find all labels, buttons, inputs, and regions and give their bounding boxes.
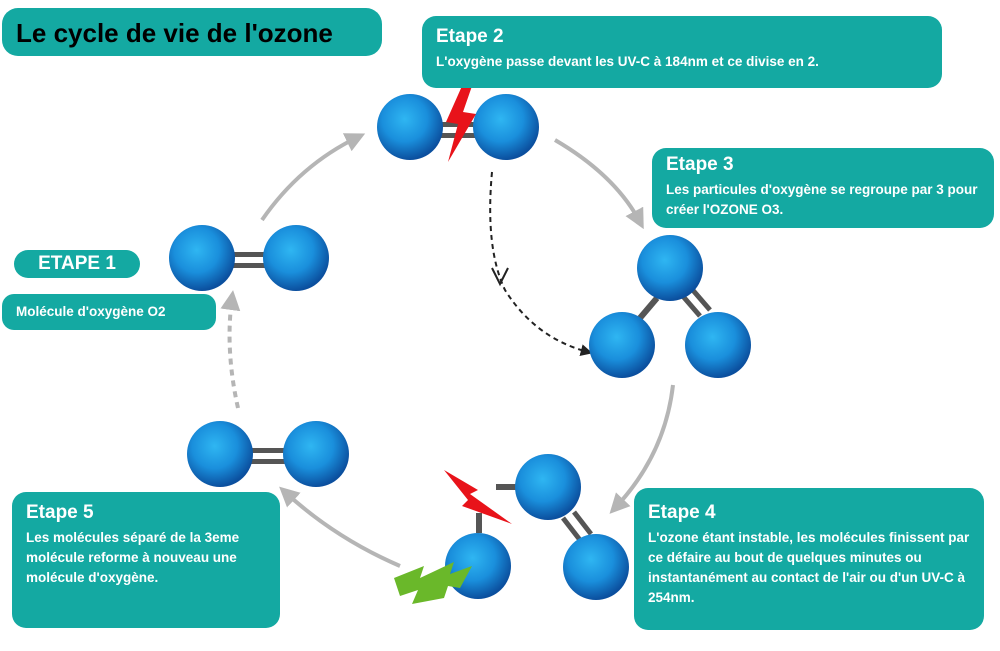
step2-box: Etape 2 L'oxygène passe devant les UV-C … xyxy=(422,16,942,88)
step4-text: L'ozone étant instable, les molécules fi… xyxy=(648,530,970,605)
step1-label: Molécule d'oxygène O2 xyxy=(16,304,166,319)
step3-text: Les particules d'oxygène se regroupe par… xyxy=(666,182,978,217)
step5-title: Etape 5 xyxy=(26,502,94,523)
molecule-o2-step5 xyxy=(187,421,349,487)
arrow-step1-to-step2 xyxy=(260,133,366,222)
step3-box: Etape 3 Les particules d'oxygène se regr… xyxy=(652,148,994,228)
step2-text: L'oxygène passe devant les UV-C à 184nm … xyxy=(436,54,819,69)
step2-title: Etape 2 xyxy=(436,26,504,47)
step5-text: Les molécules séparé de la 3eme molécule… xyxy=(26,530,240,585)
arrow-step3-to-step4 xyxy=(609,384,675,514)
molecule-ozone-step3 xyxy=(589,235,751,378)
lightning-green-icon xyxy=(394,562,472,604)
molecule-ozone-breaking-step4 xyxy=(394,454,629,604)
step4-box: Etape 4 L'ozone étant instable, les molé… xyxy=(634,488,984,630)
step5-box: Etape 5 Les molécules séparé de la 3eme … xyxy=(12,492,280,628)
molecule-o2-step1 xyxy=(169,225,329,291)
lightning-red-icon xyxy=(446,86,476,162)
arrow-step5-to-step1 xyxy=(220,290,241,409)
arrow-step4-to-step5 xyxy=(279,486,401,568)
step3-title: Etape 3 xyxy=(666,154,734,175)
molecule-o2-split-step2 xyxy=(377,86,539,162)
lightning-red-icon xyxy=(444,470,512,524)
arrow-dashed-atom-to-ozone xyxy=(489,171,593,356)
title-box: Le cycle de vie de l'ozone xyxy=(2,8,382,56)
page-title: Le cycle de vie de l'ozone xyxy=(16,18,333,48)
step4-title: Etape 4 xyxy=(648,502,716,523)
step1-title: ETAPE 1 xyxy=(38,253,116,274)
arrow-step2-to-step3 xyxy=(553,138,644,230)
step1-label-box: Molécule d'oxygène O2 xyxy=(2,294,216,330)
arrow-dashed-head xyxy=(491,267,509,287)
step1-title-box: ETAPE 1 xyxy=(14,250,140,278)
